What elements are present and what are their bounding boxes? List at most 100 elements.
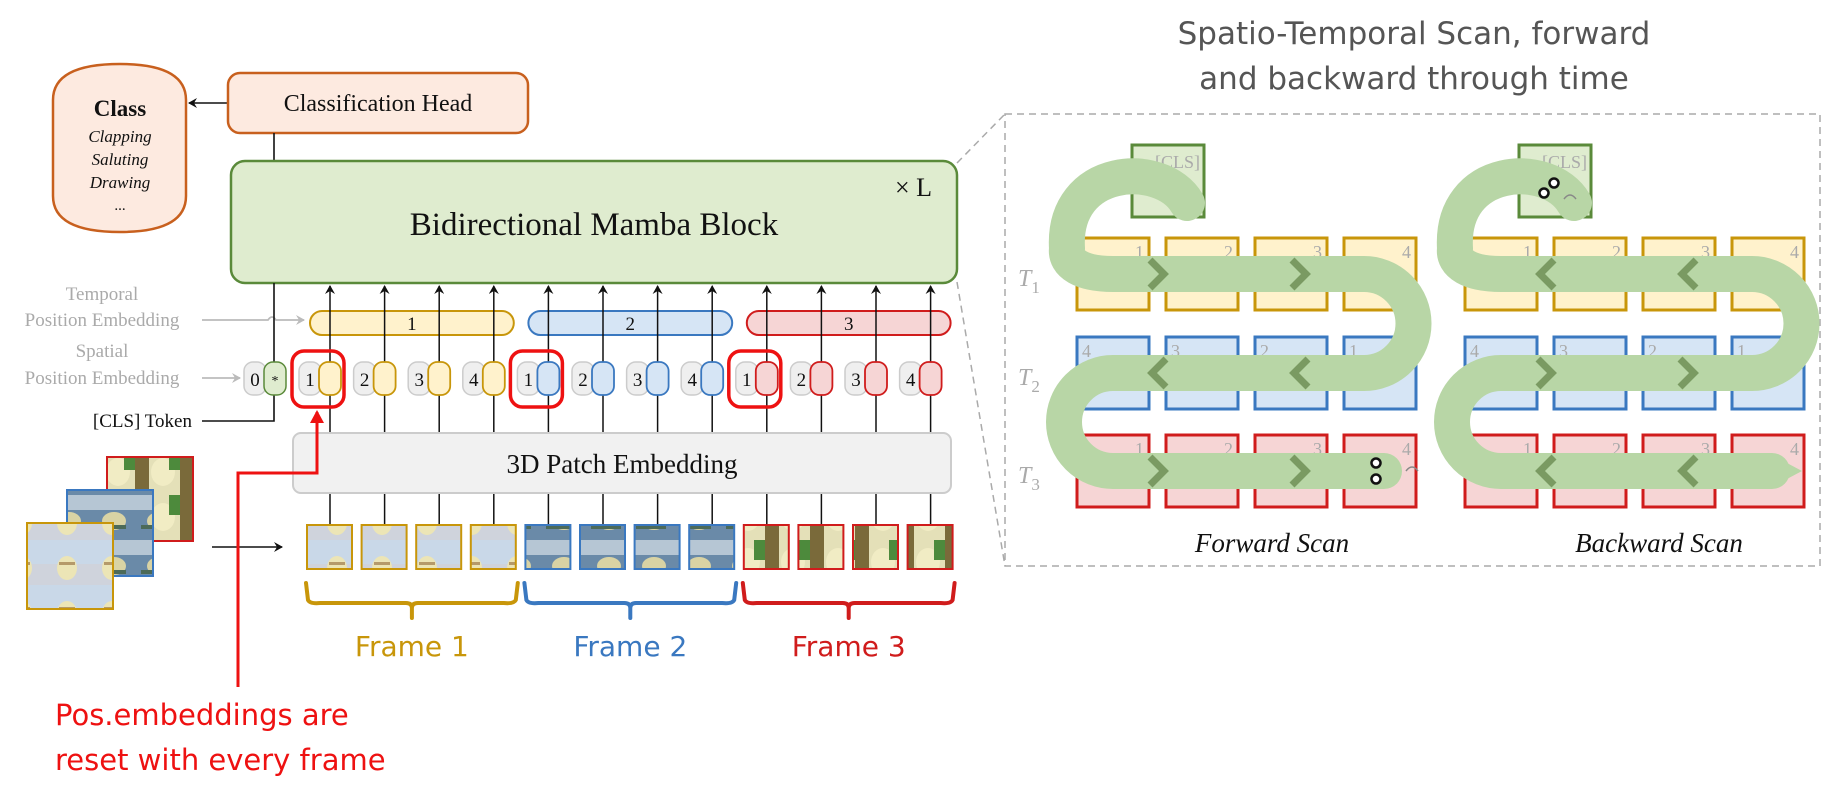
patch-token bbox=[481, 361, 506, 396]
patch-token bbox=[536, 361, 561, 396]
time-row-letter: T bbox=[1018, 365, 1033, 391]
scan-cell-number: 3 bbox=[1701, 242, 1710, 262]
spatial-position-number: 2 bbox=[578, 370, 588, 391]
scan-cell-number: 2 bbox=[1612, 439, 1621, 459]
patch-token bbox=[427, 361, 452, 396]
time-row-subscript: 3 bbox=[1031, 475, 1040, 494]
scan-cell-number: 3 bbox=[1171, 341, 1180, 361]
patch-token bbox=[318, 361, 342, 396]
layer-repeat-label: × L bbox=[895, 173, 932, 202]
image-patch bbox=[524, 524, 572, 570]
time-row-letter: T bbox=[1018, 463, 1033, 489]
scan-cell-number: 2 bbox=[1224, 242, 1233, 262]
image-patch bbox=[469, 524, 517, 570]
image-patch bbox=[415, 524, 463, 570]
spatial-position-number: 2 bbox=[797, 370, 807, 391]
chevron-left-icon bbox=[1289, 356, 1311, 390]
cls-token-pair: 0 * bbox=[243, 361, 287, 396]
image-patch bbox=[688, 524, 736, 570]
zoom-connector-top bbox=[956, 113, 1006, 164]
class-item: ... bbox=[114, 198, 125, 214]
scan-cell-number: 4 bbox=[1470, 341, 1479, 361]
scan-panel-border bbox=[1004, 113, 1821, 567]
temporal-pos-arrow bbox=[202, 315, 305, 325]
scan-cell-number: 2 bbox=[1260, 341, 1269, 361]
patch-token bbox=[918, 361, 943, 396]
temporal-pos-label-line: Position Embedding bbox=[25, 310, 180, 331]
patch-embedding: 3D Patch Embedding bbox=[292, 432, 952, 494]
temporal-embedding-pill bbox=[745, 310, 952, 336]
pos-reset-highlight bbox=[290, 349, 346, 409]
chevron-left-icon bbox=[1535, 454, 1557, 488]
spatial-position-number: 1 bbox=[524, 370, 534, 391]
spatial-position-number: 4 bbox=[906, 370, 916, 391]
spatial-pos-label-line: Spatial bbox=[76, 341, 129, 362]
spatial-position-number: 4 bbox=[687, 370, 697, 391]
chevron-right-icon bbox=[1289, 454, 1311, 488]
mamba-block-label: Bidirectional Mamba Block bbox=[410, 207, 779, 243]
chevron-left-icon bbox=[1147, 356, 1169, 390]
temporal-pos-label: Temporal Position Embedding bbox=[25, 284, 180, 331]
image-patch bbox=[742, 524, 790, 570]
class-item: Saluting bbox=[92, 150, 149, 169]
chevron-right-icon bbox=[1535, 356, 1557, 390]
class-item: Clapping bbox=[88, 127, 151, 146]
snake-eye-icon bbox=[1370, 457, 1382, 469]
class-output-box: Class Clapping Saluting Drawing ... bbox=[51, 62, 188, 234]
annotation-line: reset with every frame bbox=[55, 743, 386, 777]
chevron-left-icon bbox=[1535, 257, 1557, 291]
scan-title-line: and backward through time bbox=[1199, 61, 1629, 97]
snake-eye-icon bbox=[1538, 187, 1550, 199]
frame-brace bbox=[522, 581, 739, 620]
spatial-position-number: 3 bbox=[414, 370, 424, 391]
time-row-letter: T bbox=[1018, 266, 1033, 292]
chevron-right-icon bbox=[1289, 257, 1311, 291]
time-row-label: T3 bbox=[1018, 463, 1040, 494]
scan-cell-number: 3 bbox=[1559, 341, 1568, 361]
scan-cell-number: 3 bbox=[1313, 242, 1322, 262]
frame-label: Frame 2 bbox=[573, 630, 687, 663]
temporal-index: 2 bbox=[626, 314, 636, 335]
spatial-position-number: 2 bbox=[360, 370, 370, 391]
scan-cell-number: 2 bbox=[1648, 341, 1657, 361]
cls-token-symbol: * bbox=[272, 374, 279, 389]
scan-snake-path bbox=[1434, 158, 1820, 489]
temporal-index: 1 bbox=[407, 314, 417, 335]
scan-cell-number: 1 bbox=[1349, 341, 1358, 361]
patch-embedding-label: 3D Patch Embedding bbox=[507, 449, 738, 479]
patch-token bbox=[372, 361, 397, 396]
input-frame-1 bbox=[26, 522, 114, 610]
pos-reset-arrow bbox=[236, 410, 324, 687]
scan-title: Spatio-Temporal Scan, forward and backwa… bbox=[1178, 16, 1651, 97]
chevron-right-icon bbox=[1147, 454, 1169, 488]
scan-cell-number: 4 bbox=[1790, 242, 1799, 262]
snake-eye-icon bbox=[1370, 473, 1382, 485]
cls-position-number: 0 bbox=[250, 370, 260, 391]
scan-cell-number: 1 bbox=[1135, 439, 1144, 459]
backward-scan-caption: Backward Scan bbox=[1575, 528, 1743, 558]
image-patch bbox=[306, 524, 353, 570]
pos-reset-highlight bbox=[727, 349, 783, 409]
snake-tongue-icon bbox=[1405, 466, 1419, 472]
patch-token bbox=[864, 361, 888, 396]
chevron-left-icon bbox=[1677, 257, 1699, 291]
patch-token bbox=[591, 361, 615, 396]
time-row-subscript: 1 bbox=[1031, 278, 1040, 297]
pos-reset-highlight bbox=[508, 349, 565, 409]
time-row-subscript: 2 bbox=[1031, 377, 1040, 396]
frame-label: Frame 1 bbox=[355, 630, 469, 663]
patch-token bbox=[700, 361, 725, 396]
spatial-position-number: 3 bbox=[851, 370, 861, 391]
spatial-pos-label-line: Position Embedding bbox=[25, 368, 180, 389]
scan-cell-number: 1 bbox=[1523, 439, 1532, 459]
zoom-connector-bottom bbox=[956, 281, 1006, 567]
temporal-embedding-pill bbox=[309, 310, 515, 336]
scan-title-line: Spatio-Temporal Scan, forward bbox=[1178, 16, 1651, 52]
frame-brace bbox=[304, 581, 520, 620]
temporal-index: 3 bbox=[844, 314, 854, 335]
scan-cell-number: 1 bbox=[1523, 242, 1532, 262]
